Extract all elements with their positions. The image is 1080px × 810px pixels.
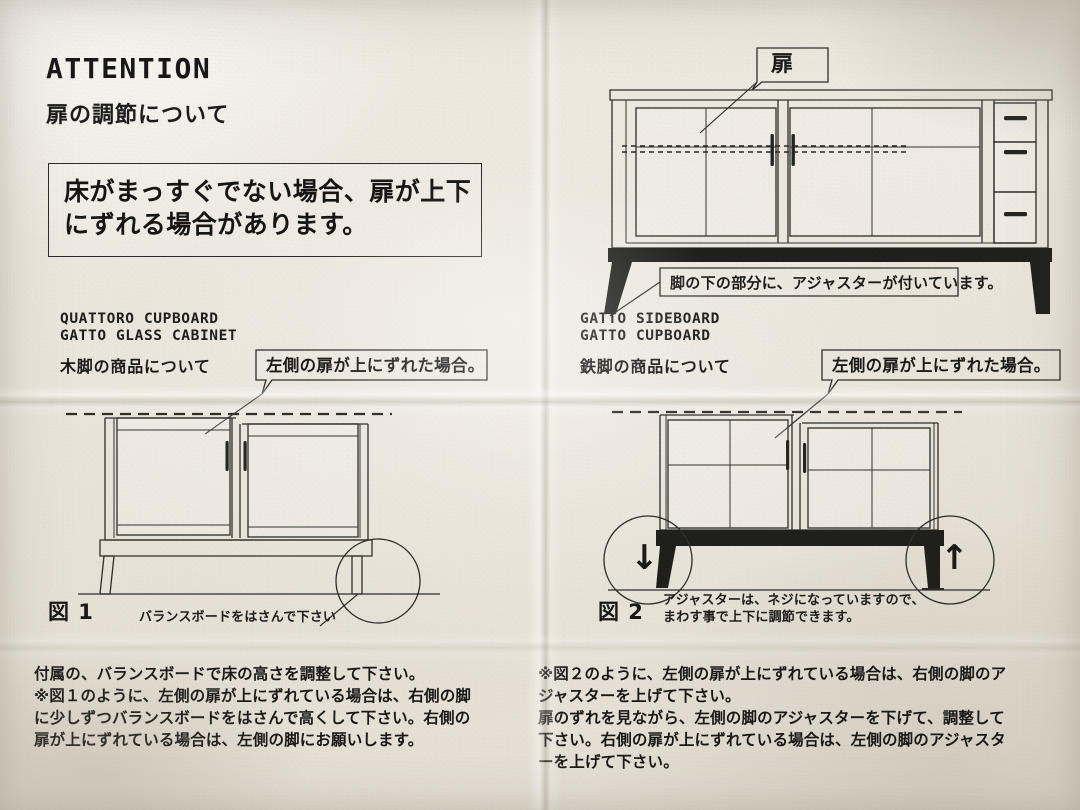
top-sideboard-diagram [604, 47, 1053, 317]
left-model-en-line2: GATTO GLASS CABINET [60, 328, 238, 344]
figure2-arrow-down-icon: ↓ [630, 538, 659, 578]
left-body-text: 付属の、バランスボードで床の高さを調整して下さい。 ※図１のように、左側の扉が上… [34, 665, 471, 749]
left-model-en-line1: QUATTORO CUPBOARD [60, 311, 219, 327]
right-model-en-line1: GATTO SIDEBOARD [580, 311, 720, 327]
figure1-label: 図 1 [48, 600, 94, 624]
top-adjuster-callout-label: 脚の下の部分に、アジャスターが付いています。 [670, 274, 1003, 292]
right-callout-shape [821, 349, 1061, 395]
right-model-en-line2: GATTO CUPBOARD [580, 328, 711, 344]
notice-text: 床がまっすぐでない場合、扉が上下 にずれる場合があります。 [64, 177, 472, 239]
left-model-jp: 木脚の商品について [60, 357, 211, 376]
top-door-callout-label: 扉 [771, 52, 794, 77]
figure2-arrow-up-icon: ↑ [940, 538, 969, 578]
left-callout-shape [255, 349, 488, 395]
notice-box [48, 163, 482, 257]
figure1-note: バランスボードをはさんで下さい [139, 610, 337, 625]
figure2-note: アジャスターは、ネジになっていますので、 まわす事で上下に調節できます。 [663, 593, 925, 625]
right-body-text: ※図２のように、左側の扉が上にずれている場合は、右側の脚のア ジャスターを上げて… [538, 665, 1007, 771]
figure2-label: 図 2 [598, 600, 644, 624]
page-subtitle: 扉の調節について [46, 103, 230, 128]
right-model-jp: 鉄脚の商品について [580, 357, 731, 376]
figure2-diagram [603, 393, 995, 605]
left-callout-label: 左側の扉が上にずれた場合。 [266, 356, 485, 375]
right-callout-label: 左側の扉が上にずれた場合。 [832, 356, 1051, 375]
figure1-diagram [66, 393, 440, 627]
page-title: ATTENTION [46, 52, 212, 85]
